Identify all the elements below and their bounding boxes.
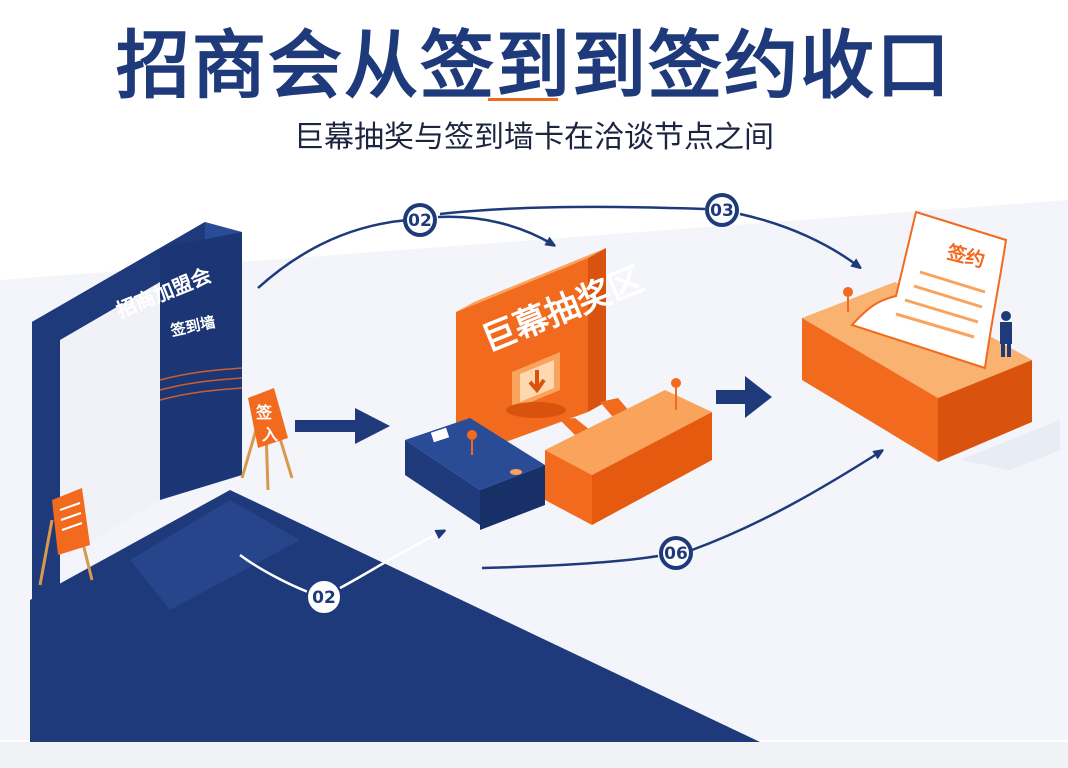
flow-arrow-bottom-left bbox=[239, 532, 442, 594]
flow-arrow-bottom-right bbox=[481, 452, 880, 570]
flow-arrow-top-left bbox=[257, 215, 552, 289]
step-badge-top-left: 02 bbox=[403, 203, 437, 237]
sign-stand-line2: 入 bbox=[262, 425, 278, 444]
flow-arrow-top-right bbox=[439, 205, 858, 266]
booth-top bbox=[456, 248, 606, 312]
gate-stripes bbox=[159, 367, 243, 401]
sign-in-gate: 招商加盟会 签到墙 bbox=[32, 222, 243, 626]
gate-inner-face bbox=[60, 282, 160, 560]
orange-negotiation-table bbox=[545, 378, 712, 525]
blue-reception-table bbox=[405, 418, 545, 530]
gate-right-wall bbox=[160, 232, 242, 500]
platform-side bbox=[938, 360, 1032, 462]
easel-sign-left bbox=[38, 488, 94, 586]
carpet-highlight bbox=[130, 500, 300, 610]
step-badge-bottom-right-label: 06 bbox=[664, 544, 688, 564]
step-badge-top-left-label: 02 bbox=[408, 211, 432, 231]
sign-stand-line1: 签 bbox=[255, 403, 273, 422]
page-title: 招商会从签到到签约收口 bbox=[116, 23, 952, 109]
step-badge-top-right: 03 bbox=[705, 193, 739, 227]
download-icon bbox=[506, 352, 566, 418]
arrow-to-contract bbox=[716, 376, 772, 418]
arrow-to-booth bbox=[295, 408, 390, 444]
step-badge-bottom-left-label: 02 bbox=[312, 588, 336, 608]
easel-sign-right: 签 入 bbox=[240, 388, 294, 491]
contract-document-icon: 签约 bbox=[850, 210, 1008, 370]
step-badge-top-right-label: 03 bbox=[710, 201, 734, 221]
bottom-band bbox=[0, 742, 1068, 768]
step-badge-bottom-left: 02 bbox=[306, 579, 342, 615]
gate-left-post bbox=[32, 306, 60, 626]
person-figure bbox=[1000, 311, 1012, 357]
title-divider bbox=[488, 98, 558, 101]
booth-side bbox=[588, 248, 606, 412]
step-badge-bottom-right: 06 bbox=[659, 536, 693, 570]
platform-front bbox=[802, 318, 938, 462]
page-subtitle: 巨幕抽奖与签到墙卡在洽谈节点之间 bbox=[294, 120, 774, 155]
